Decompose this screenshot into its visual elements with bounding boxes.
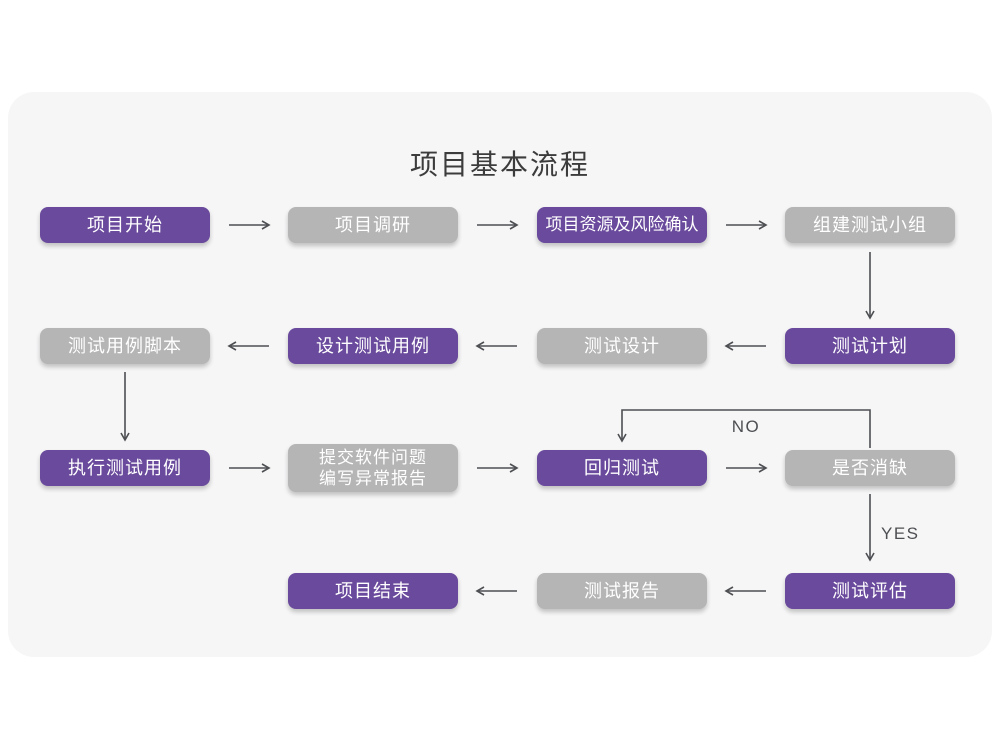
node-test-case-script: 测试用例脚本 <box>40 328 210 364</box>
node-project-end: 项目结束 <box>288 573 458 609</box>
node-resource-risk-confirm: 项目资源及风险确认 <box>537 207 707 243</box>
node-project-research: 项目调研 <box>288 207 458 243</box>
node-defect-cleared: 是否消缺 <box>785 450 955 486</box>
node-test-evaluation: 测试评估 <box>785 573 955 609</box>
node-submit-issue-report: 提交软件问题 编写异常报告 <box>288 444 458 492</box>
node-design-test-case: 设计测试用例 <box>288 328 458 364</box>
node-build-test-team: 组建测试小组 <box>785 207 955 243</box>
node-execute-test-case: 执行测试用例 <box>40 450 210 486</box>
flowchart-card <box>8 92 992 657</box>
node-test-report: 测试报告 <box>537 573 707 609</box>
page-title: 项目基本流程 <box>409 149 590 180</box>
node-test-plan: 测试计划 <box>785 328 955 364</box>
node-project-start: 项目开始 <box>40 207 210 243</box>
node-test-design: 测试设计 <box>537 328 707 364</box>
node-regression-test: 回归测试 <box>537 450 707 486</box>
